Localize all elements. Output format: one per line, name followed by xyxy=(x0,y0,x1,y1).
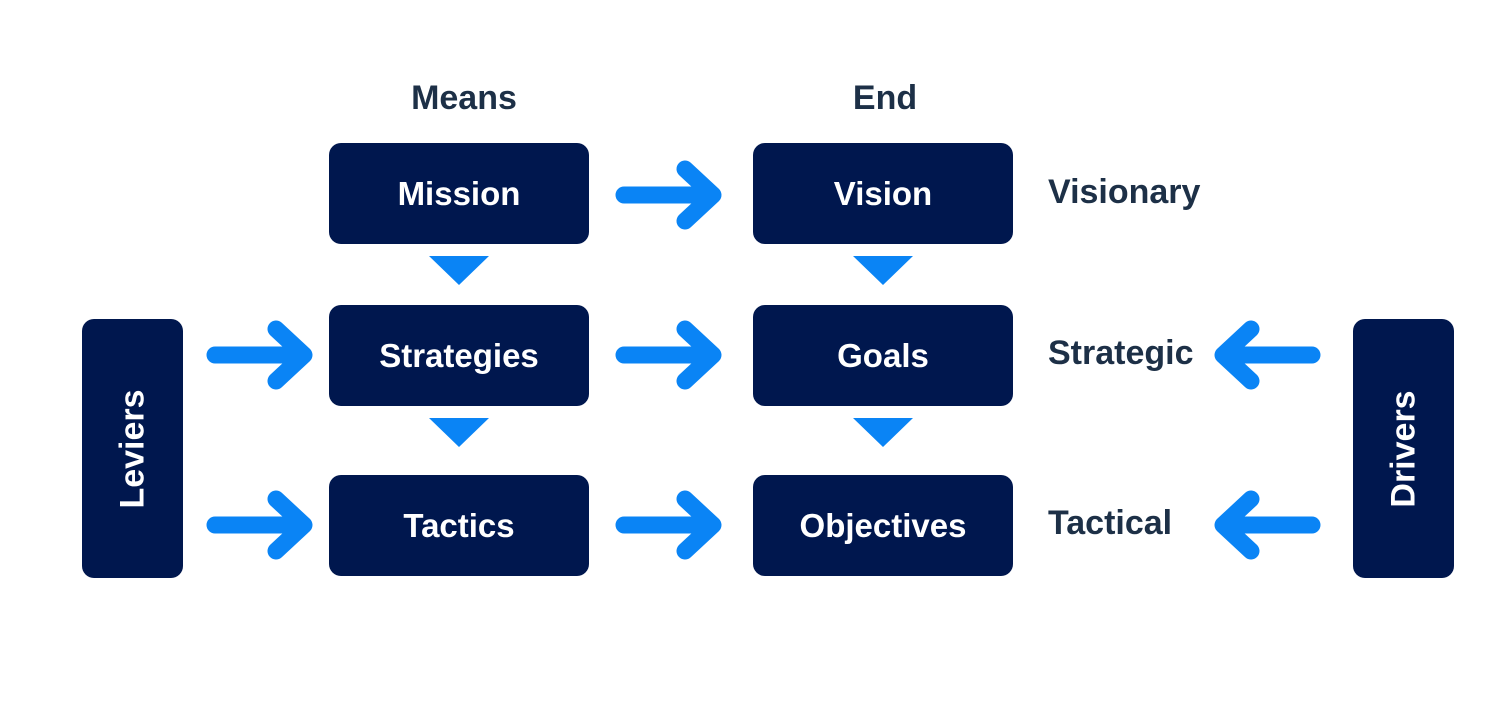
down-arrow-mission-to-strategies xyxy=(429,256,489,285)
tactical-label: Tactical xyxy=(1048,504,1173,542)
visionary-label: Visionary xyxy=(1048,173,1201,211)
arrow-drivers-to-strategic xyxy=(1214,320,1321,390)
down-arrow-goals-to-objectives xyxy=(853,418,913,447)
arrow-strategies-to-goals xyxy=(615,320,722,390)
leviers-box: Leviers xyxy=(82,319,183,578)
strategies-box: Strategies xyxy=(329,305,589,406)
arrow-leviers-to-tactics xyxy=(206,490,313,560)
end-header: End xyxy=(852,79,918,117)
strategic-label: Strategic xyxy=(1048,334,1194,372)
tactics-box: Tactics xyxy=(329,475,589,576)
objectives-box: Objectives xyxy=(753,475,1013,576)
arrow-tactics-to-objectives xyxy=(615,490,722,560)
down-arrow-strategies-to-tactics xyxy=(429,418,489,447)
mission-box: Mission xyxy=(329,143,589,244)
drivers-box: Drivers xyxy=(1353,319,1454,578)
down-arrow-vision-to-goals xyxy=(853,256,913,285)
vision-box: Vision xyxy=(753,143,1013,244)
goals-box: Goals xyxy=(753,305,1013,406)
arrow-mission-to-vision xyxy=(615,160,722,230)
arrow-leviers-to-strategies xyxy=(206,320,313,390)
arrow-drivers-to-tactical xyxy=(1214,490,1321,560)
means-header: Means xyxy=(411,79,517,117)
